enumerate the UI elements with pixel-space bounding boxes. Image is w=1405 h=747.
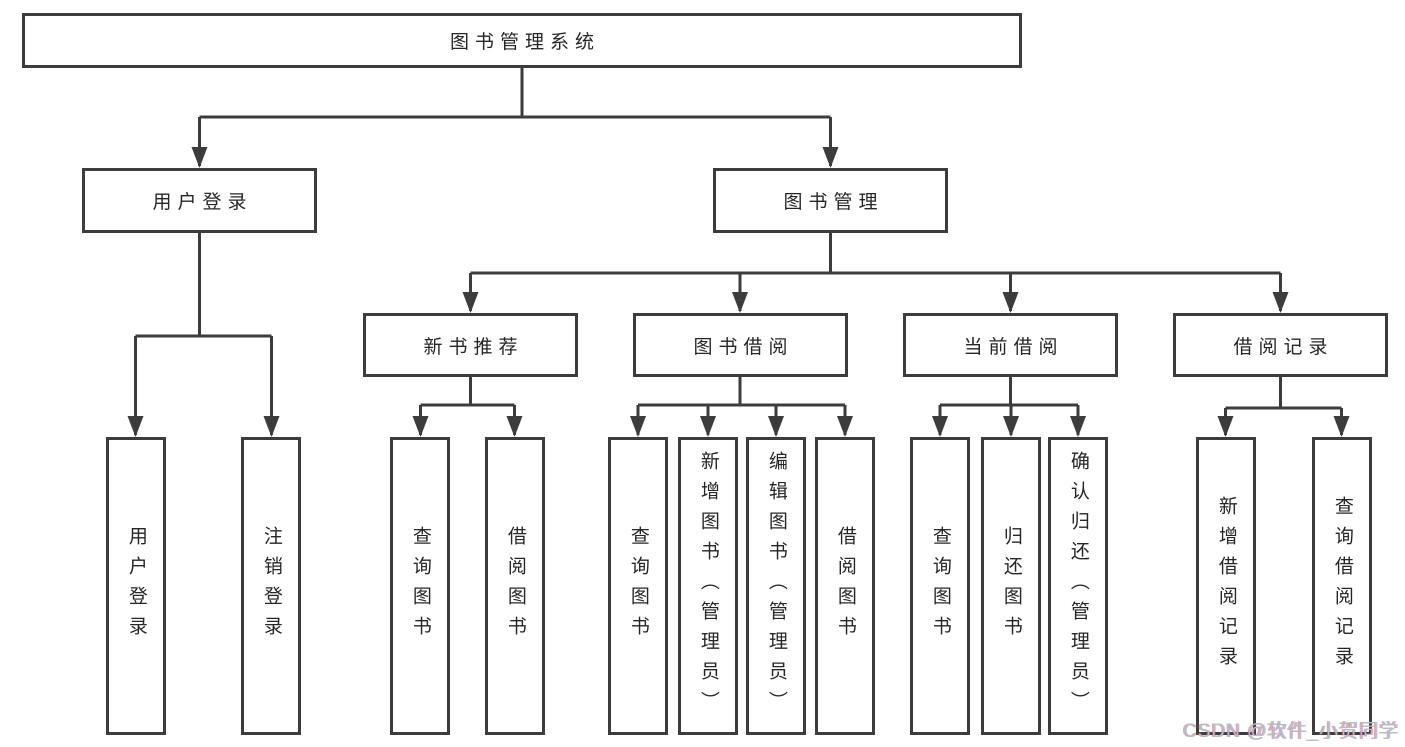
leaf-query-books-borrow-label: 查询图书 — [627, 526, 649, 646]
leaf-logout: 注销登录 — [241, 437, 301, 735]
csdn-watermark: CSDN @软件_小贺同学 — [1183, 721, 1399, 742]
wire-records-to-leaves — [1224, 377, 1343, 435]
leaf-add-book-admin-label: 新增图书（管理员） — [697, 451, 719, 721]
wire-userlogin-to-leaves — [134, 233, 273, 435]
leaf-query-books-recommend: 查询图书 — [390, 437, 450, 735]
leaf-query-borrow-record-label: 查询借阅记录 — [1331, 496, 1353, 676]
leaf-query-borrow-record: 查询借阅记录 — [1312, 437, 1372, 735]
leaf-add-borrow-record-label: 新增借阅记录 — [1215, 496, 1237, 676]
leaf-borrow-books-label: 借阅图书 — [834, 526, 856, 646]
leaf-confirm-return-admin-label: 确认归还（管理员） — [1067, 451, 1089, 721]
wire-bookmgmt-to-level3 — [469, 233, 1282, 311]
leaf-borrow-books: 借阅图书 — [815, 437, 875, 735]
leaf-return-books: 归还图书 — [981, 437, 1041, 735]
leaf-logout-label: 注销登录 — [260, 526, 282, 646]
node-current-borrowing: 当前借阅 — [903, 313, 1118, 377]
leaf-query-books-recommend-label: 查询图书 — [409, 526, 431, 646]
leaf-query-books-borrow: 查询图书 — [608, 437, 668, 735]
leaf-user-login-label: 用户登录 — [125, 526, 147, 646]
node-user-login: 用户登录 — [82, 168, 317, 233]
leaf-edit-book-admin: 编辑图书（管理员） — [746, 437, 806, 735]
node-new-book-recommend: 新书推荐 — [363, 313, 578, 377]
arrowheads — [127, 147, 1350, 437]
leaf-confirm-return-admin: 确认归还（管理员） — [1048, 437, 1108, 735]
wire-borrowing-to-leaves — [636, 377, 847, 435]
leaf-add-borrow-record: 新增借阅记录 — [1196, 437, 1256, 735]
leaf-user-login: 用户登录 — [106, 437, 166, 735]
wire-root-to-level2 — [198, 68, 832, 166]
leaf-edit-book-admin-label: 编辑图书（管理员） — [765, 451, 787, 721]
node-root-system: 图书管理系统 — [22, 13, 1022, 68]
leaf-query-books-current: 查询图书 — [910, 437, 970, 735]
leaf-borrow-books-recommend-label: 借阅图书 — [504, 526, 526, 646]
leaf-query-books-current-label: 查询图书 — [929, 526, 951, 646]
node-book-borrowing: 图书借阅 — [633, 313, 848, 377]
wire-recommend-to-leaves — [419, 377, 516, 435]
node-book-management: 图书管理 — [713, 168, 948, 233]
leaf-borrow-books-recommend: 借阅图书 — [485, 437, 545, 735]
node-borrowing-records: 借阅记录 — [1173, 313, 1388, 377]
leaf-add-book-admin: 新增图书（管理员） — [678, 437, 738, 735]
leaf-return-books-label: 归还图书 — [1000, 526, 1022, 646]
